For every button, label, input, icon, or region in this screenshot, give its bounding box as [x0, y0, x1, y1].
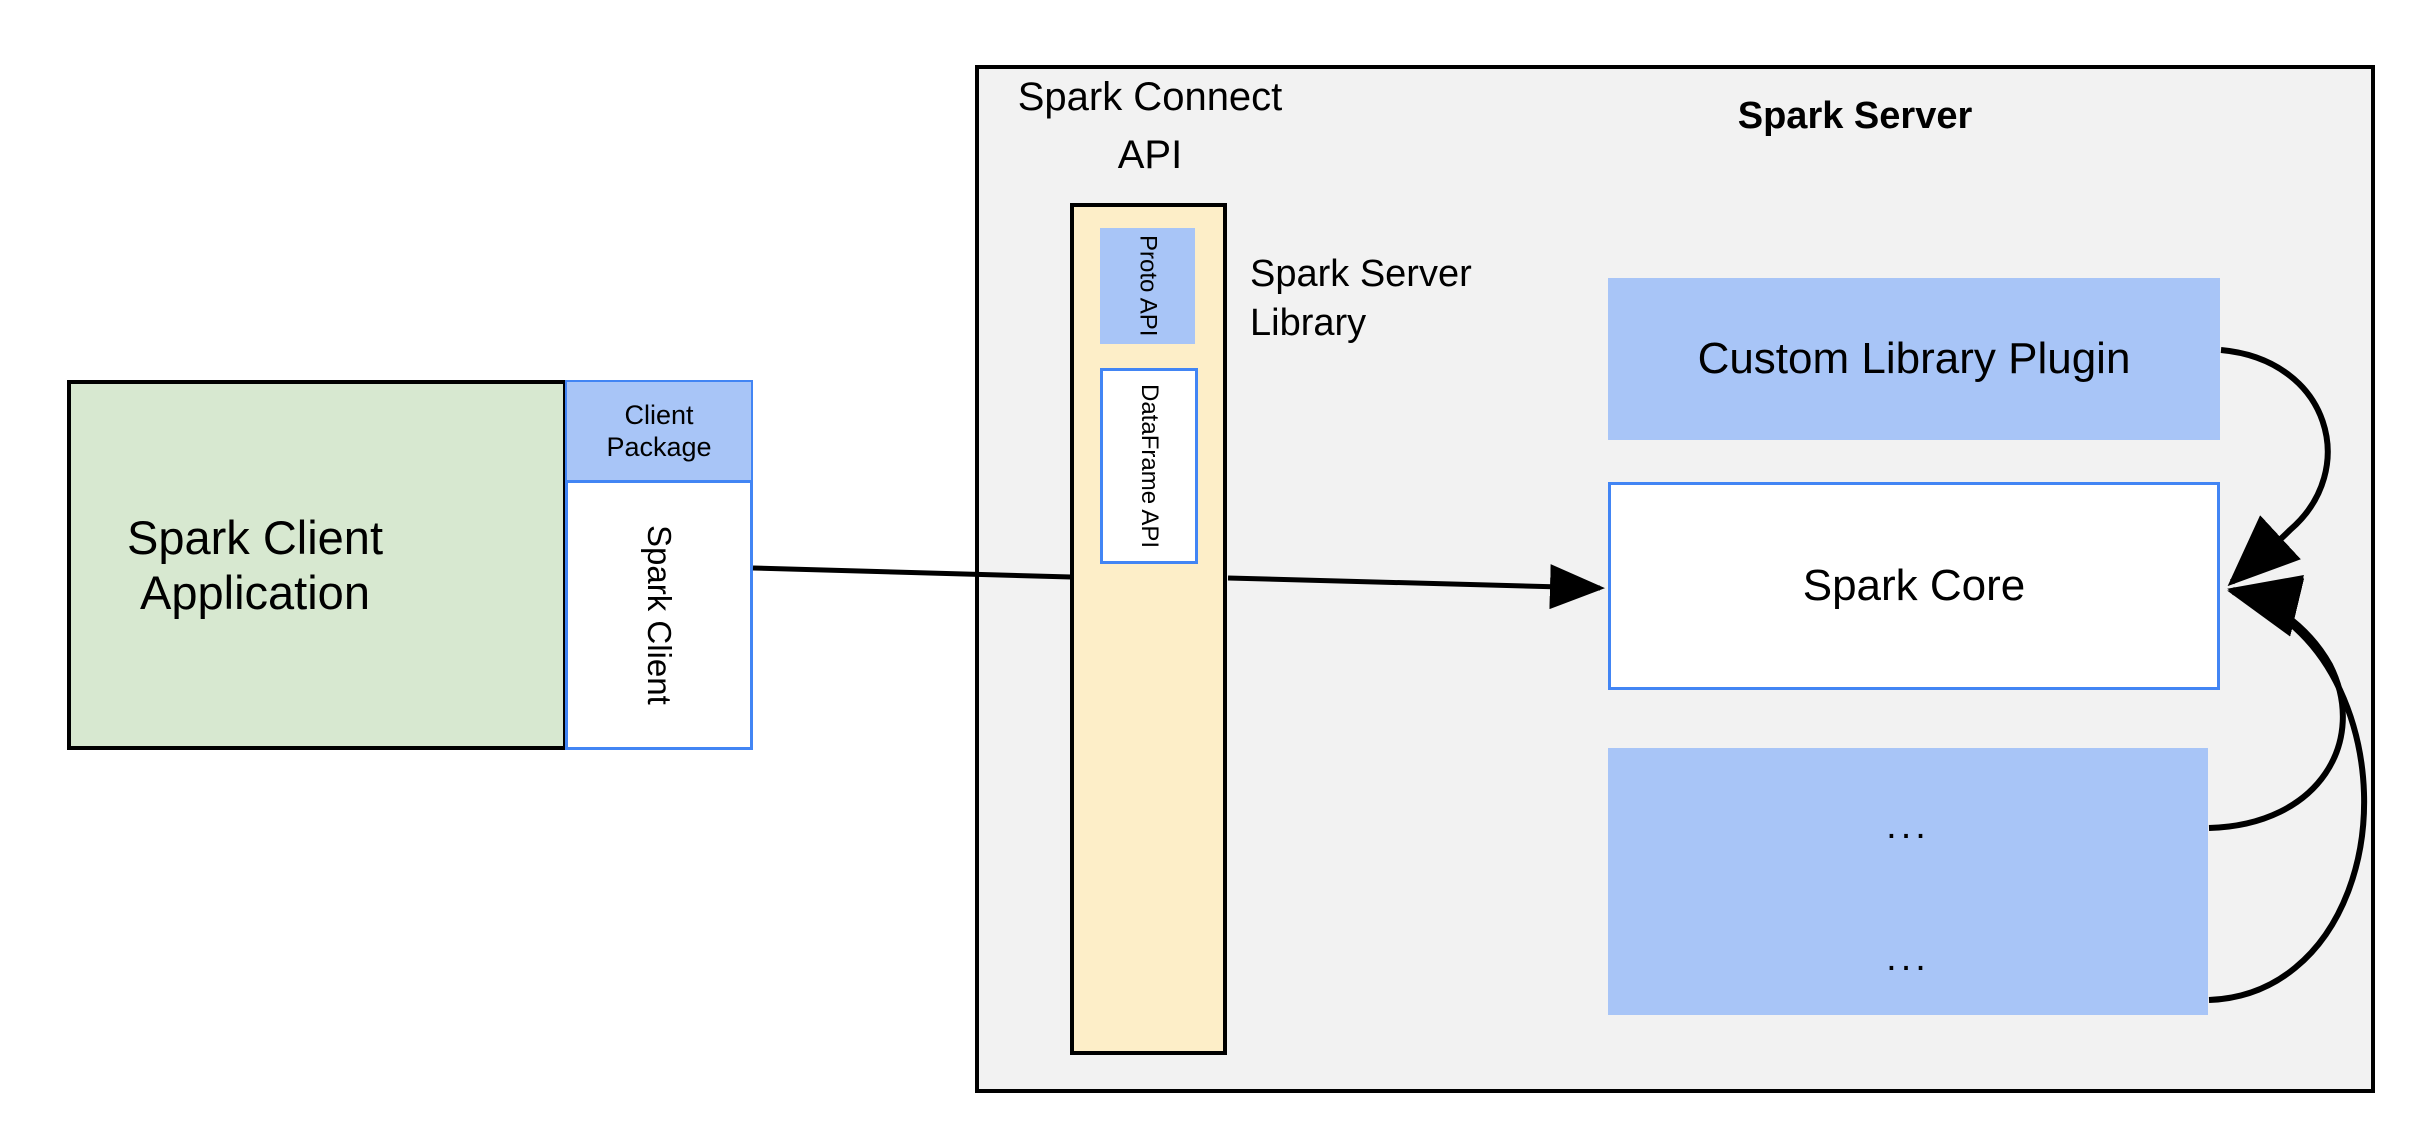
client-package-box[interactable]: Client Package — [565, 380, 753, 480]
custom-library-plugin-box[interactable]: Custom Library Plugin — [1608, 278, 2220, 440]
server-component-placeholder-2-label: ... — [1886, 937, 1930, 979]
proto-api-box[interactable]: Proto API — [1100, 228, 1195, 344]
spark-server-title: Spark Server — [1737, 95, 1973, 137]
spark-client-box[interactable]: Spark Client — [565, 480, 753, 750]
spark-client-application-box[interactable]: Spark Client Application — [67, 380, 567, 750]
spark-server-library-label: Spark Server Library — [1250, 253, 1472, 344]
dataframe-api-label: DataFrame API — [1136, 383, 1163, 549]
spark-client-application-label: Spark Client Application — [127, 510, 383, 619]
spark-server-library-column — [1070, 203, 1227, 1055]
server-component-placeholder-1-label: ... — [1886, 805, 1930, 847]
client-package-label: Client Package — [606, 399, 712, 462]
server-component-placeholder-1[interactable]: ... — [1608, 748, 2208, 905]
dataframe-api-box[interactable]: DataFrame API — [1100, 368, 1198, 564]
proto-api-label: Proto API — [1134, 235, 1162, 337]
spark-core-label: Spark Core — [1802, 561, 2026, 610]
spark-core-box[interactable]: Spark Core — [1608, 482, 2220, 690]
spark-connect-api-title: Spark Connect API — [1017, 75, 1283, 177]
spark-client-label: Spark Client — [641, 525, 678, 705]
custom-library-plugin-label: Custom Library Plugin — [1697, 334, 2131, 383]
server-component-placeholder-2[interactable]: ... — [1608, 902, 2208, 1015]
